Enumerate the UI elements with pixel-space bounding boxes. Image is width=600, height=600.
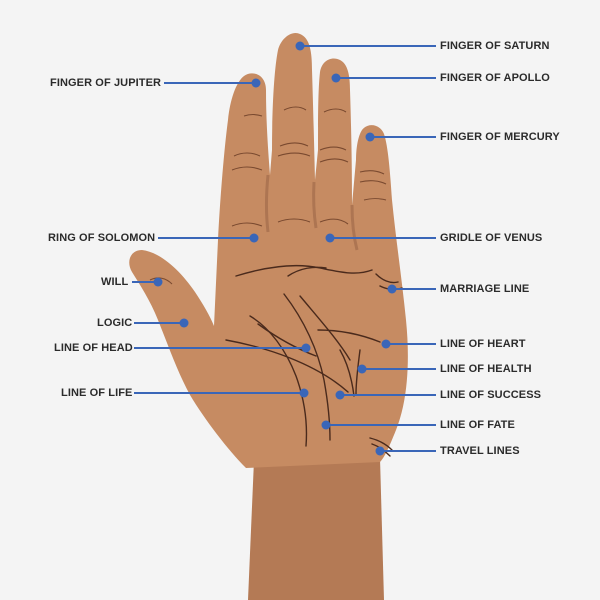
label-line-of-success: LINE OF SUCCESS: [440, 389, 542, 401]
knuckle-creases: [149, 106, 387, 285]
leader-dots: [153, 41, 397, 456]
label-line-of-health: LINE OF HEALTH: [440, 363, 532, 375]
label-finger-of-mercury: FINGER OF MERCURY: [440, 131, 560, 143]
label-line-of-heart: LINE OF HEART: [440, 338, 526, 350]
label-finger-of-apollo: FINGER OF APOLLO: [440, 72, 550, 84]
label-gridle-of-venus: GRIDLE OF VENUS: [440, 232, 543, 244]
head-line-path: [225, 339, 349, 393]
label-logic: LOGIC: [97, 317, 133, 329]
label-finger-of-saturn: FINGER OF SATURN: [440, 40, 550, 52]
label-marriage-line: MARRIAGE LINE: [440, 283, 530, 295]
hand-shape: [129, 32, 408, 469]
label-line-of-life: LINE OF LIFE: [61, 387, 133, 399]
wrist-sleeve: [248, 458, 384, 600]
palm-lines: [225, 264, 403, 457]
label-will: WILL: [101, 276, 129, 288]
label-ring-of-solomon: RING OF SOLOMON: [48, 232, 156, 244]
label-travel-lines: TRAVEL LINES: [440, 445, 520, 457]
label-line-of-fate: LINE OF FATE: [440, 419, 515, 431]
leader-lines: [132, 45, 436, 452]
label-line-of-head: LINE OF HEAD: [54, 342, 133, 354]
label-finger-of-jupiter: FINGER OF JUPITER: [50, 77, 162, 89]
